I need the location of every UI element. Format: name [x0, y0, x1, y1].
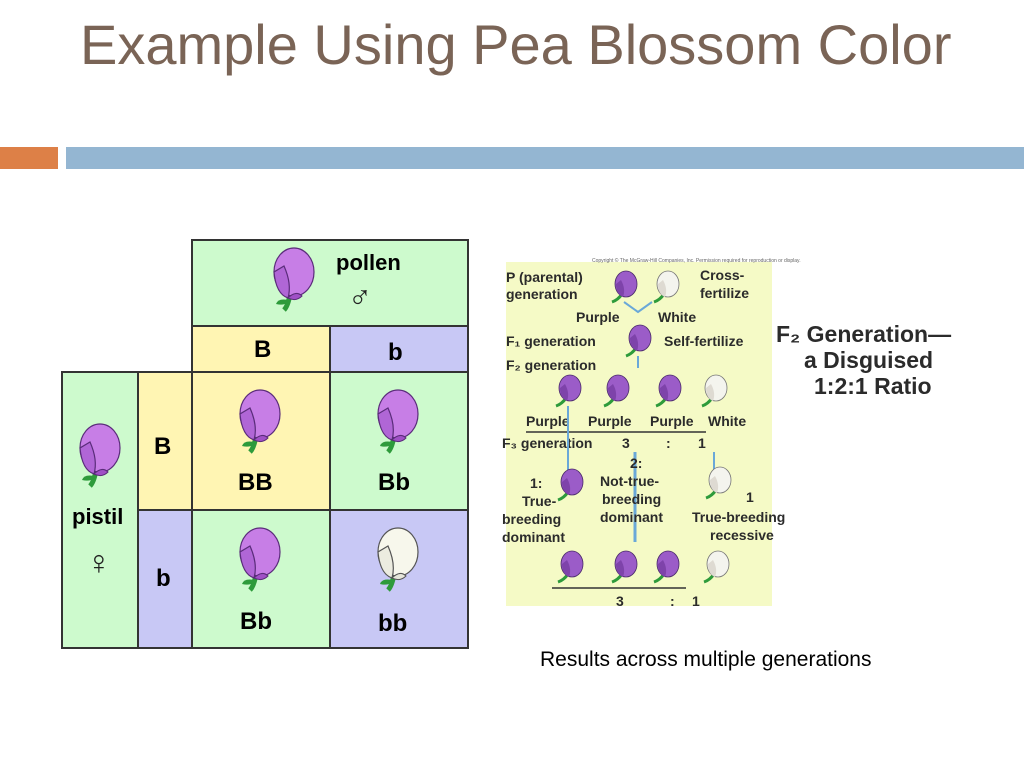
svg-text::: :	[666, 435, 671, 451]
svg-text:3: 3	[616, 593, 624, 608]
svg-text:3: 3	[622, 435, 630, 451]
svg-text:fertilize: fertilize	[700, 285, 749, 301]
col-allele-b: b	[388, 339, 403, 366]
self-fertilize-label: Self-fertilize	[664, 333, 744, 349]
punnett-square: pollen ♂ B b pistil ♀ B b BB Bb Bb bb	[61, 239, 469, 649]
group3-label: 1	[746, 489, 754, 505]
white-label: White	[658, 309, 696, 325]
svg-text:White: White	[708, 413, 746, 429]
svg-text:a Disguised: a Disguised	[804, 347, 933, 373]
svg-text:True-breeding: True-breeding	[692, 509, 785, 525]
svg-text:Purple: Purple	[526, 413, 570, 429]
pollen-label: pollen	[336, 250, 401, 275]
svg-text:1:2:1 Ratio: 1:2:1 Ratio	[814, 373, 932, 399]
diagram-caption: Results across multiple generations	[540, 648, 872, 671]
svg-text:breeding: breeding	[602, 491, 661, 507]
group1-label: 1:	[530, 475, 542, 491]
copyright-notice: Copyright © The McGraw-Hill Companies, I…	[592, 257, 801, 264]
svg-text:1: 1	[692, 593, 700, 608]
genotype-label: bb	[378, 610, 407, 637]
cross-fertilize-label: Cross-	[700, 267, 745, 283]
generations-diagram: Copyright © The McGraw-Hill Companies, I…	[502, 257, 951, 608]
row-allele-B: B	[154, 433, 171, 460]
svg-text:breeding: breeding	[502, 511, 561, 527]
f2-heading: F₂ Generation—	[776, 321, 951, 347]
svg-text:True-: True-	[522, 493, 557, 509]
svg-text:Not-true-: Not-true-	[600, 473, 659, 489]
female-symbol-icon: ♀	[86, 544, 112, 582]
svg-text:Purple: Purple	[650, 413, 694, 429]
col-allele-B: B	[254, 336, 271, 363]
group2-label: 2:	[630, 455, 642, 471]
slide-title: Example Using Pea Blossom Color	[80, 13, 952, 76]
accent-bar-orange	[0, 147, 58, 169]
diagram-background	[506, 262, 772, 606]
row-allele-b: b	[156, 565, 171, 592]
genotype-label: Bb	[378, 469, 410, 496]
f2-generation-label: F₂ generation	[506, 357, 596, 373]
svg-text:Purple: Purple	[588, 413, 632, 429]
male-symbol-icon: ♂	[348, 279, 372, 315]
genotype-label: BB	[238, 469, 273, 496]
p-generation-label: P (parental)	[506, 269, 583, 285]
accent-bar-blue	[66, 147, 1024, 169]
pistil-label: pistil	[72, 504, 123, 529]
f1-generation-label: F₁ generation	[506, 333, 596, 349]
f3-generation-label: F₃ generation	[502, 435, 592, 451]
svg-text:generation: generation	[506, 286, 578, 302]
svg-text:dominant: dominant	[502, 529, 565, 545]
pistil-header-cell	[61, 371, 139, 649]
pollen-header-cell	[191, 239, 469, 327]
svg-text:recessive: recessive	[710, 527, 774, 543]
purple-label: Purple	[576, 309, 620, 325]
svg-text::: :	[670, 593, 675, 608]
svg-text:1: 1	[698, 435, 706, 451]
svg-text:dominant: dominant	[600, 509, 663, 525]
genotype-label: Bb	[240, 608, 272, 635]
